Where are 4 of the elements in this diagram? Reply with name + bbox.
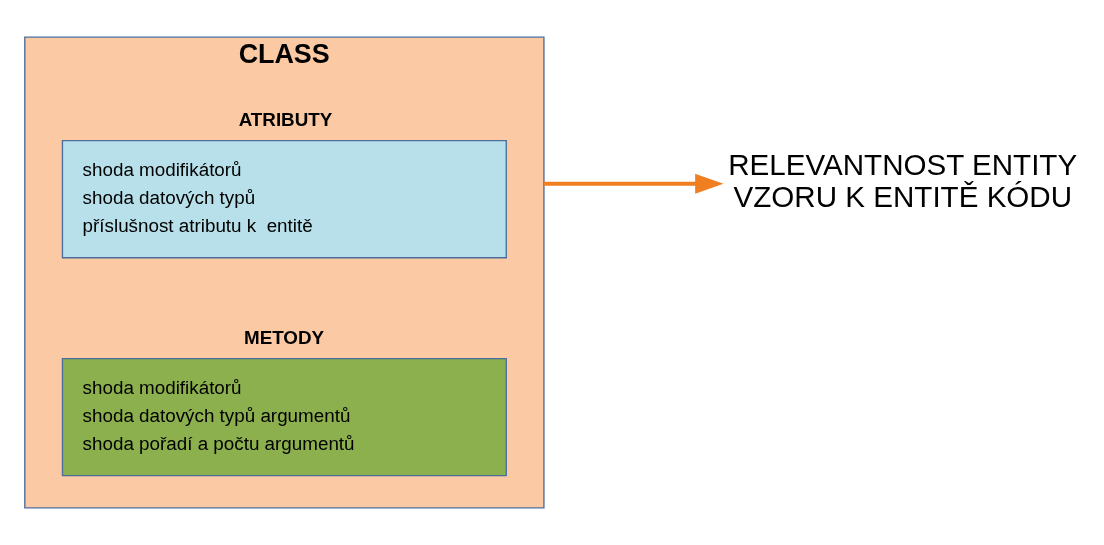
arrow bbox=[543, 173, 724, 194]
node-label: ATRIBUTY bbox=[238, 109, 333, 131]
node-text: RELEVANTNOST ENTITY VZORU K ENTITĚ KÓDU bbox=[728, 148, 1078, 214]
node-label: METODY bbox=[244, 327, 325, 349]
